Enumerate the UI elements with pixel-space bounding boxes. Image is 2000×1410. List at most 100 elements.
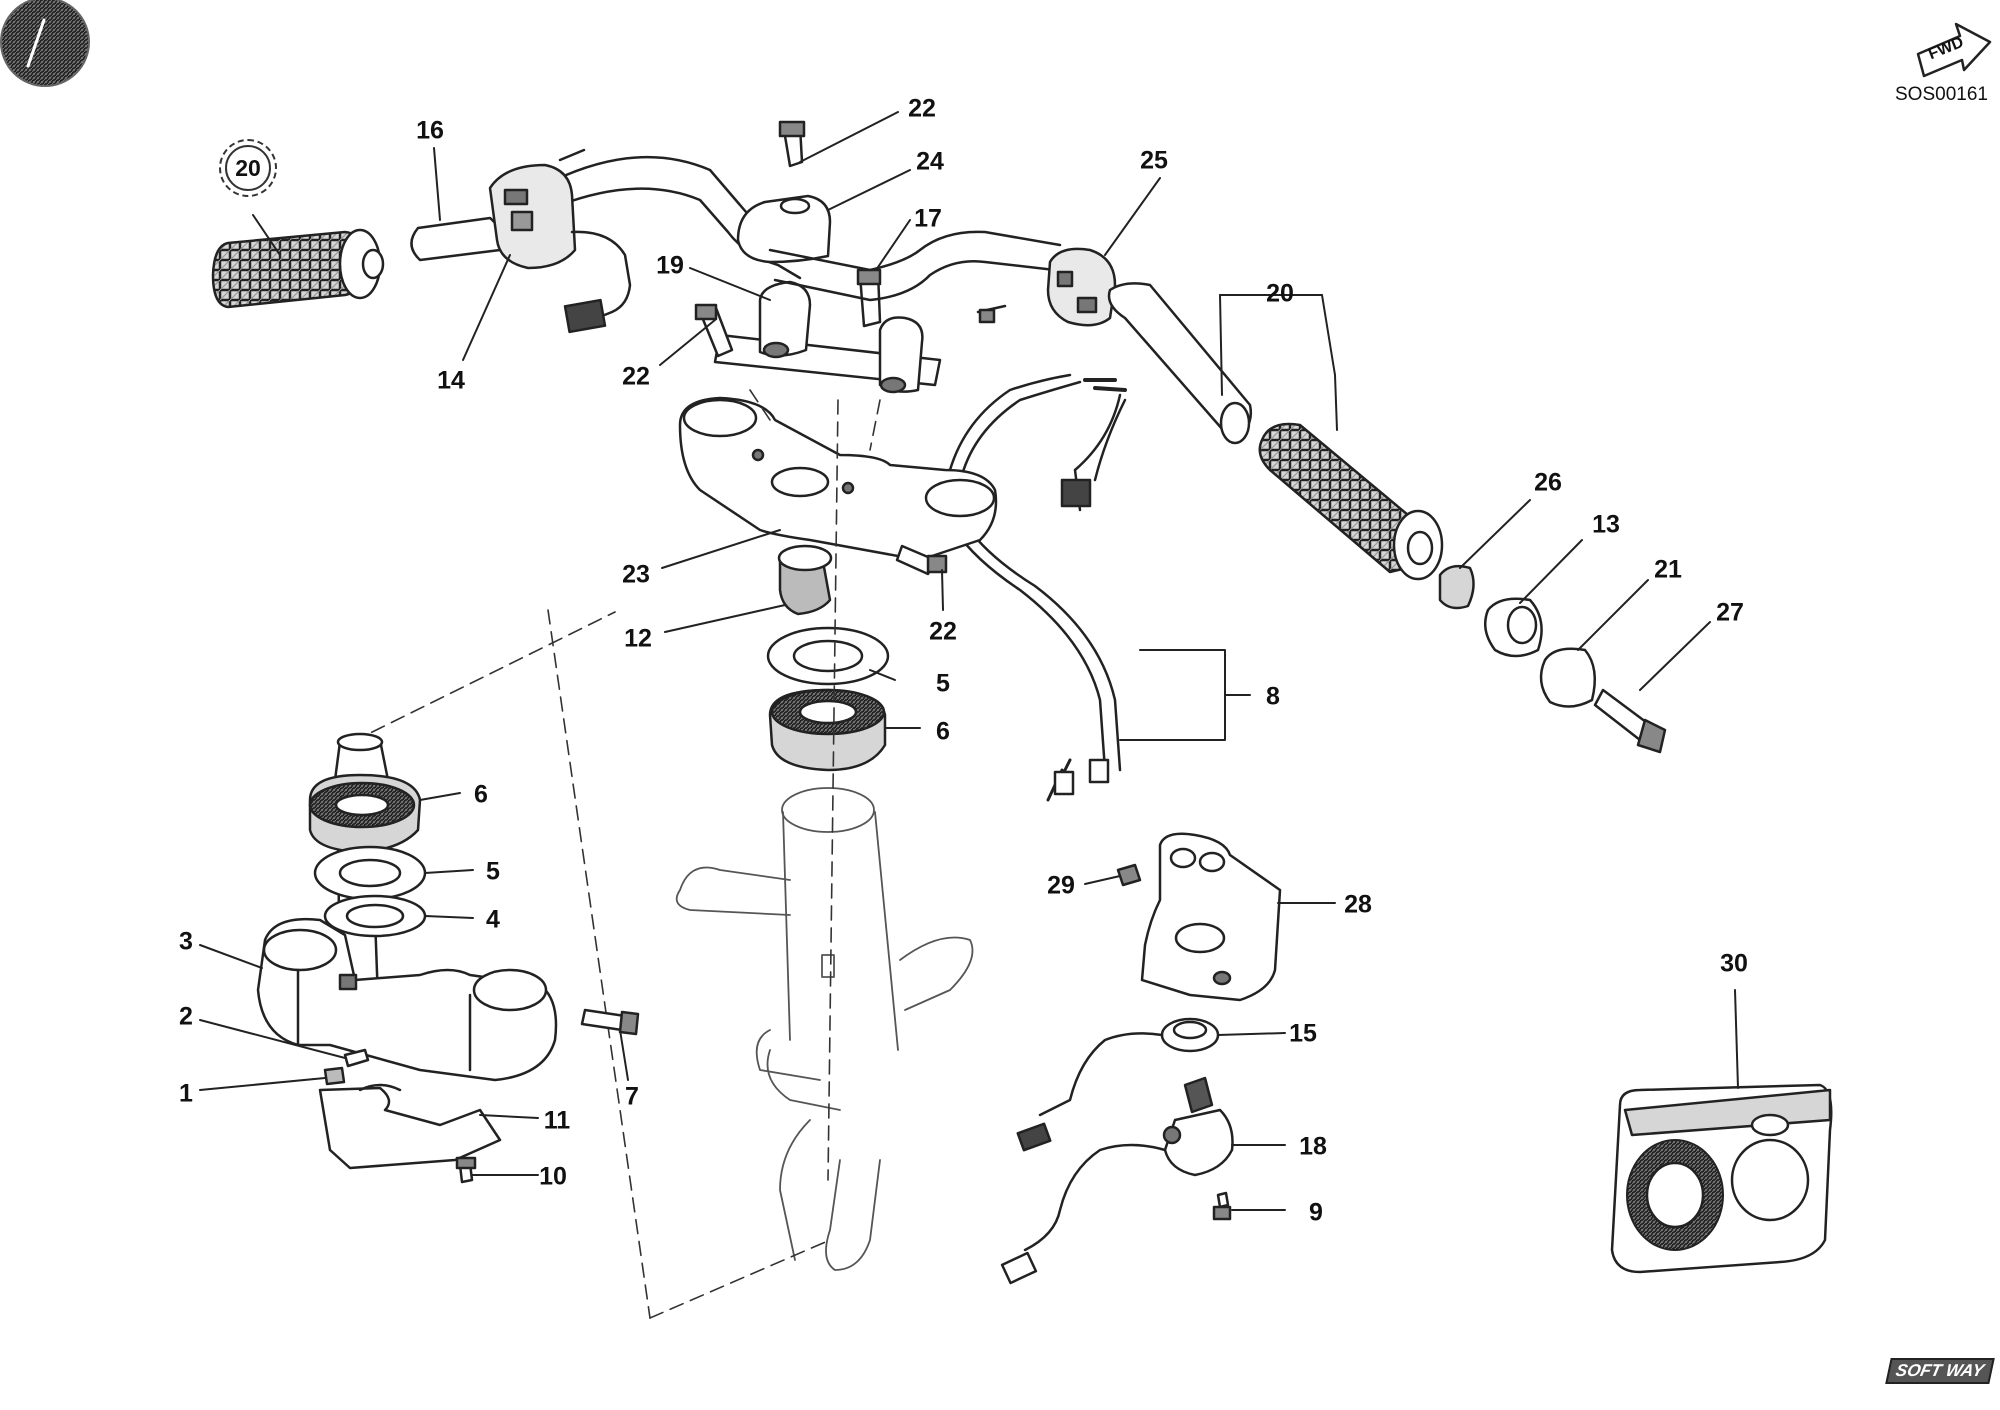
callout-11: 11 bbox=[543, 1106, 571, 1135]
screw-10 bbox=[455, 1156, 477, 1184]
leader-30 bbox=[1734, 989, 1739, 1089]
callout-7: 7 bbox=[625, 1082, 639, 1111]
leader-25 bbox=[1104, 177, 1161, 256]
bearing-6-low bbox=[308, 773, 422, 854]
bracket-28 bbox=[1140, 832, 1282, 1002]
left-grip bbox=[211, 228, 385, 309]
fwd-arrow-icon bbox=[1916, 22, 1992, 78]
callout-21: 21 bbox=[1654, 555, 1682, 584]
callout-29: 29 bbox=[1047, 871, 1075, 900]
leader-2 bbox=[199, 1019, 346, 1059]
clamp-lower-19 bbox=[713, 280, 942, 394]
bearing-6-mid bbox=[768, 688, 887, 772]
ignition-switch-18 bbox=[1000, 1076, 1234, 1285]
leader-21 bbox=[1577, 579, 1649, 651]
callout-4: 4 bbox=[486, 905, 500, 934]
leader-6-low bbox=[419, 792, 461, 801]
callout-27: 27 bbox=[1716, 598, 1744, 627]
screw-29 bbox=[1116, 863, 1142, 887]
leader-26 bbox=[1459, 499, 1531, 569]
right-throttle-tube bbox=[1107, 282, 1253, 445]
leader-16 bbox=[433, 147, 441, 221]
callout-3: 3 bbox=[179, 927, 193, 956]
leader-20-bracket-r bbox=[1321, 294, 1336, 376]
bolt-22-top bbox=[778, 120, 806, 168]
callout-23: 23 bbox=[622, 560, 650, 589]
right-switch-housing-25 bbox=[976, 247, 1117, 327]
clamp-upper-24 bbox=[736, 194, 832, 264]
diagram-code: SOS00161 bbox=[1895, 84, 1988, 105]
leader-20-bracket-rr bbox=[1334, 374, 1338, 431]
callout-2: 2 bbox=[179, 1002, 193, 1031]
left-switch-housing bbox=[488, 148, 632, 334]
leader-11 bbox=[479, 1114, 539, 1119]
leader-17 bbox=[875, 219, 911, 271]
callout-20-circled: 20 bbox=[219, 139, 277, 197]
leader-22-left bbox=[659, 319, 716, 366]
leader-27 bbox=[1639, 621, 1711, 691]
corner-disc-slash bbox=[26, 18, 46, 68]
callout-5-mid: 5 bbox=[936, 669, 950, 698]
nut-12 bbox=[777, 544, 833, 616]
leader-12 bbox=[664, 604, 786, 633]
callout-1: 1 bbox=[179, 1079, 193, 1108]
seal-5-mid bbox=[766, 626, 890, 686]
callout-28: 28 bbox=[1344, 890, 1372, 919]
leader-3 bbox=[199, 944, 263, 969]
leader-5-low bbox=[424, 869, 474, 874]
nut-1 bbox=[323, 1066, 346, 1086]
leader-4 bbox=[424, 915, 474, 919]
callout-22-top: 22 bbox=[908, 94, 936, 123]
screw-9 bbox=[1212, 1191, 1232, 1221]
softway-logo: SOFT WAY bbox=[1885, 1358, 1995, 1384]
right-handlebar-tube bbox=[768, 230, 1062, 302]
leader-22-mid bbox=[941, 569, 944, 611]
callout-5-low: 5 bbox=[486, 857, 500, 886]
callout-16: 16 bbox=[416, 116, 444, 145]
screw-2 bbox=[343, 1048, 370, 1068]
callout-24: 24 bbox=[916, 147, 944, 176]
callout-6-mid: 6 bbox=[936, 717, 950, 746]
callout-19: 19 bbox=[656, 251, 684, 280]
callout-8: 8 bbox=[1266, 682, 1280, 711]
callout-22-mid: 22 bbox=[929, 617, 957, 646]
callout-6-low: 6 bbox=[474, 780, 488, 809]
leader-14 bbox=[462, 254, 511, 361]
leader-5-mid bbox=[869, 669, 896, 681]
callout-22-left: 22 bbox=[622, 362, 650, 391]
leader-8 bbox=[1119, 649, 1226, 741]
top-yoke-23 bbox=[678, 396, 998, 562]
callout-25: 25 bbox=[1140, 146, 1168, 175]
bolt-22-left bbox=[694, 303, 734, 358]
callout-15: 15 bbox=[1289, 1019, 1317, 1048]
part-13 bbox=[1483, 597, 1543, 658]
ring-15 bbox=[1016, 1017, 1220, 1152]
leader-23 bbox=[661, 529, 781, 569]
seal-5-low bbox=[313, 845, 427, 901]
bottom-yoke-3 bbox=[256, 918, 558, 1082]
leader-20-circled bbox=[252, 214, 281, 256]
left-handlebar-tube bbox=[410, 155, 817, 280]
leader-29 bbox=[1084, 875, 1121, 885]
leader-22-top bbox=[799, 111, 899, 163]
callout-13: 13 bbox=[1592, 510, 1620, 539]
leader-24 bbox=[827, 169, 911, 211]
callout-26: 26 bbox=[1534, 468, 1562, 497]
bolt-7 bbox=[580, 1008, 640, 1036]
frame-headtube bbox=[675, 787, 974, 1271]
dashed-guide-lines bbox=[351, 389, 881, 1319]
leader-lines bbox=[199, 111, 1739, 1211]
right-cables bbox=[944, 373, 1127, 802]
bolt-22-mid bbox=[895, 544, 948, 576]
callout-30: 30 bbox=[1720, 949, 1748, 978]
leader-13 bbox=[1519, 539, 1583, 604]
part-26 bbox=[1438, 564, 1475, 610]
callout-9: 9 bbox=[1309, 1198, 1323, 1227]
leader-19 bbox=[689, 267, 771, 301]
leader-1 bbox=[199, 1077, 326, 1091]
callout-18: 18 bbox=[1299, 1132, 1327, 1161]
plate-11 bbox=[318, 1083, 502, 1170]
right-grip bbox=[1258, 422, 1444, 581]
leader-15 bbox=[1217, 1032, 1286, 1036]
